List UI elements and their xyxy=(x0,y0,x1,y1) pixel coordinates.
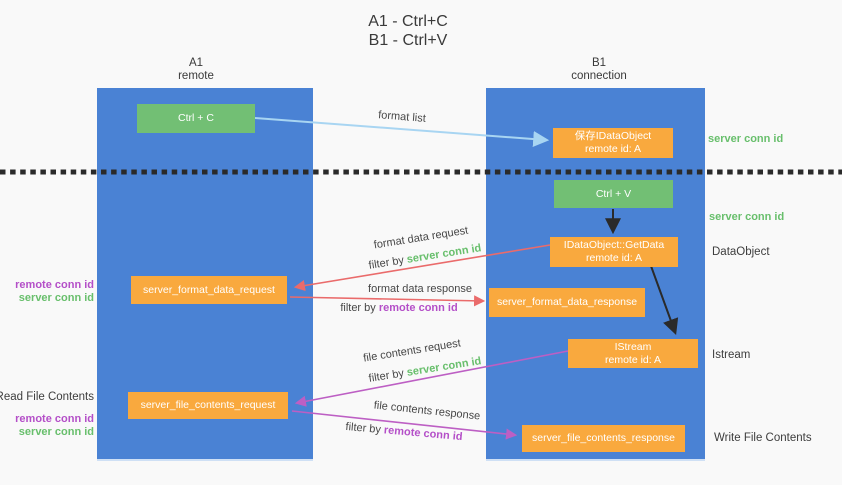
right-istream-label: Istream xyxy=(712,349,751,361)
node-ctrl-v: Ctrl + V xyxy=(554,180,673,208)
node-idataobject-getdata-line1: IDataObject::GetData xyxy=(563,239,665,251)
left-server-conn-id-label-1: server conn id xyxy=(18,292,94,304)
left-remote-conn-id-label-1: remote conn id xyxy=(15,279,94,291)
node-server-file-contents-response-label: server_file_contents_response xyxy=(531,432,675,444)
node-istream: IStream remote id: A xyxy=(568,339,698,368)
diagram-title: A1 - Ctrl+C B1 - Ctrl+V xyxy=(368,12,448,50)
node-server-file-contents-response: server_file_contents_response xyxy=(522,425,685,452)
lane-header-a1: A1 remote xyxy=(178,57,214,83)
diagram-title-line2: B1 - Ctrl+V xyxy=(368,32,448,49)
format-data-response-arrow xyxy=(289,295,486,307)
lane-header-b1: B1 connection xyxy=(571,57,627,83)
node-idataobject-getdata: IDataObject::GetData remote id: A xyxy=(550,237,678,267)
file-contents-response-arrow xyxy=(291,410,518,440)
lane-a1-subtitle: remote xyxy=(178,70,214,82)
node-ctrl-v-label: Ctrl + V xyxy=(595,187,632,200)
node-server-file-contents-request: server_file_contents_request xyxy=(128,392,288,419)
node-server-format-data-response-label: server_format_data_response xyxy=(496,296,638,308)
node-save-idataobject-line1: 保存IDataObject xyxy=(574,130,652,142)
format-data-response-label: format data response xyxy=(368,283,472,295)
getdata-to-istream-arrow xyxy=(650,265,679,336)
lane-b1-title: B1 xyxy=(591,57,607,69)
node-save-idataobject: 保存IDataObject remote id: A xyxy=(553,128,673,158)
right-server-conn-id-label-2: server conn id xyxy=(709,211,785,223)
right-dataobject-label: DataObject xyxy=(712,246,770,258)
left-read-file-contents-label: Read File Contents xyxy=(0,391,94,403)
node-ctrl-c-label: Ctrl + C xyxy=(178,112,214,124)
node-server-format-data-request-label: server_format_data_request xyxy=(143,283,275,296)
file-contents-request-arrow xyxy=(294,350,569,407)
node-server-file-contents-request-label: server_file_contents_request xyxy=(140,399,276,411)
lane-b1-subtitle: connection xyxy=(571,70,627,82)
format-list-arrow xyxy=(254,117,550,148)
node-ctrl-c: Ctrl + C xyxy=(137,104,255,133)
lane-a1-title: A1 xyxy=(188,57,204,69)
node-istream-line1: IStream xyxy=(614,340,652,353)
node-save-idataobject-line2: remote id: A xyxy=(584,143,642,155)
node-idataobject-getdata-line2: remote id: A xyxy=(585,252,643,264)
right-server-conn-id-label-1: server conn id xyxy=(708,133,784,145)
right-write-file-contents-label: Write File Contents xyxy=(714,432,812,444)
format-data-response-filter-label: filter by remote conn id xyxy=(340,302,457,314)
diagram-title-line1: A1 - Ctrl+C xyxy=(368,13,448,30)
node-istream-line2: remote id: A xyxy=(604,353,662,366)
left-server-conn-id-label-2: server conn id xyxy=(18,426,94,438)
format-data-request-arrow xyxy=(293,244,551,292)
left-remote-conn-id-label-2: remote conn id xyxy=(15,413,94,425)
remote-conn-id-key: remote conn id xyxy=(378,302,458,314)
node-server-format-data-request: server_format_data_request xyxy=(131,276,287,304)
node-server-format-data-response: server_format_data_response xyxy=(489,288,645,317)
filter-by-prefix: filter by xyxy=(340,302,376,314)
